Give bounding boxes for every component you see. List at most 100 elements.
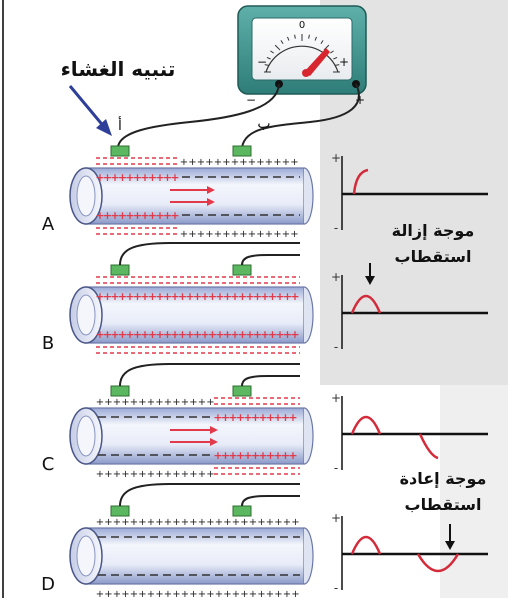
inner-positive-charge: +: [258, 411, 267, 424]
inner-positive-charge: +: [236, 449, 245, 462]
inner-positive-charge: +: [118, 171, 127, 184]
voltmeter-needle: [304, 48, 330, 76]
inner-positive-charge: +: [155, 290, 164, 303]
inner-positive-charge: +: [95, 209, 104, 222]
outer-positive-charge: +: [130, 517, 138, 528]
outer-positive-charge: +: [273, 157, 281, 168]
outer-positive-charge: +: [138, 397, 146, 408]
inner-positive-charge: +: [110, 290, 119, 303]
event-arrow-head: [365, 276, 375, 285]
inner-positive-charge: +: [118, 328, 127, 341]
electrode-left: [110, 145, 130, 157]
annotation-depolarization-line1: موجة إزالة: [392, 221, 475, 240]
propagation-arrow-head: [210, 426, 218, 434]
inner-positive-charge: +: [221, 411, 230, 424]
outer-positive-charge: +: [180, 157, 188, 168]
row-c: ++++++++++++++++++++++++++++++++++++++++…: [42, 363, 488, 480]
inner-positive-charge: +: [95, 328, 104, 341]
outer-positive-charge: +: [215, 517, 223, 528]
outer-positive-charge: +: [198, 397, 206, 408]
inner-positive-charge: +: [170, 328, 179, 341]
outer-positive-charge: +: [257, 517, 265, 528]
outer-positive-charge: +: [197, 229, 205, 240]
voltmeter-tick: [314, 36, 318, 41]
outer-positive-charge: +: [189, 469, 197, 480]
inner-positive-charge: +: [258, 449, 267, 462]
outer-positive-charge: +: [155, 589, 163, 598]
outer-positive-charge: +: [113, 589, 121, 598]
outer-positive-charge: +: [283, 517, 291, 528]
voltmeter-tick: [266, 56, 271, 60]
outer-positive-charge: +: [256, 157, 264, 168]
graph-plus-label: +: [331, 151, 341, 165]
outer-positive-charge: +: [180, 229, 188, 240]
outer-positive-charge: +: [223, 589, 231, 598]
outer-positive-charge: +: [266, 589, 274, 598]
inner-positive-charge: +: [133, 290, 142, 303]
outer-positive-charge: +: [164, 469, 172, 480]
outer-positive-charge: +: [181, 469, 189, 480]
outer-positive-charge: +: [130, 397, 138, 408]
outer-positive-charge: +: [189, 517, 197, 528]
voltmeter-tick: [294, 34, 296, 39]
outer-positive-charge: +: [96, 469, 104, 480]
inner-positive-charge: +: [208, 328, 217, 341]
inner-positive-charge: +: [245, 328, 254, 341]
outer-positive-charge: +: [189, 397, 197, 408]
outer-positive-charge: +: [181, 517, 189, 528]
inner-positive-charge: +: [155, 328, 164, 341]
voltmeter-tick: [286, 36, 290, 41]
outer-positive-charge: +: [231, 229, 239, 240]
axon-left-face-inner: [76, 535, 96, 577]
voltmeter-tick: [280, 40, 284, 45]
outer-positive-charge: +: [181, 397, 189, 408]
inner-positive-charge: +: [223, 290, 232, 303]
graph-minus-label: -: [334, 340, 338, 354]
inner-positive-charge: +: [110, 328, 119, 341]
outer-positive-charge: +: [205, 229, 213, 240]
outer-positive-charge: +: [198, 469, 206, 480]
inner-positive-charge: +: [148, 290, 157, 303]
inner-positive-charge: +: [228, 449, 237, 462]
outer-positive-charge: +: [222, 229, 230, 240]
graph-minus-label: -: [334, 461, 338, 475]
potential-waveform: [350, 294, 382, 314]
voltmeter-minus-sign: −: [257, 55, 267, 69]
inner-positive-charge: +: [288, 411, 297, 424]
outer-positive-charge: +: [249, 589, 257, 598]
electrode-left: [110, 385, 130, 397]
inner-positive-charge: +: [213, 449, 222, 462]
outer-positive-charge: +: [214, 157, 222, 168]
outer-positive-charge: +: [138, 517, 146, 528]
inner-positive-charge: +: [215, 328, 224, 341]
inner-positive-charge: +: [238, 328, 247, 341]
outer-positive-charge: +: [121, 589, 129, 598]
inner-positive-charge: +: [243, 449, 252, 462]
annotation-repolarization-line2: استقطاب: [405, 495, 482, 514]
electrode-right: [232, 264, 252, 276]
outer-positive-charge: +: [273, 229, 281, 240]
inner-positive-charge: +: [185, 290, 194, 303]
recording-wire-right: [241, 254, 300, 266]
electrode-left: [110, 505, 130, 517]
outer-positive-charge: +: [266, 517, 274, 528]
outer-positive-charge: +: [231, 157, 239, 168]
outer-positive-charge: +: [121, 469, 129, 480]
outer-positive-charge: +: [206, 397, 214, 408]
inner-positive-charge: +: [103, 171, 112, 184]
outer-positive-charge: +: [240, 589, 248, 598]
recording-wire-right: [241, 495, 300, 507]
lead-wire-left: [117, 83, 280, 148]
outer-positive-charge: +: [96, 397, 104, 408]
outer-positive-charge: +: [189, 589, 197, 598]
row-d: ++++++++++++++++++++++++++++++++++++++++…: [41, 483, 488, 598]
inner-positive-charge: +: [268, 328, 277, 341]
electrode-left: [110, 264, 130, 276]
row-letter: A: [42, 214, 55, 235]
inner-positive-charge: +: [221, 449, 230, 462]
voltmeter-tick: [270, 50, 275, 54]
row-letter: C: [42, 454, 55, 475]
inner-positive-charge: +: [103, 290, 112, 303]
inner-positive-charge: +: [288, 449, 297, 462]
